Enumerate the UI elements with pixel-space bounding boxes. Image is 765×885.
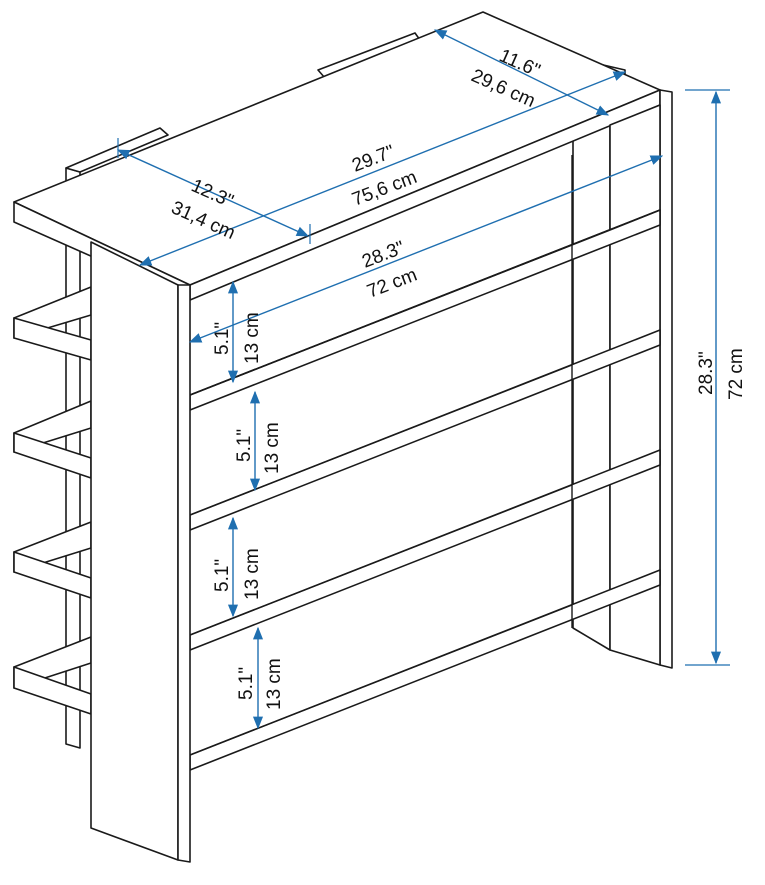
height-cm-label: 72 cm — [726, 348, 747, 400]
shelf-gap-1-inches-label: 5.1" — [212, 322, 233, 355]
dimension-lines — [116, 29, 730, 730]
shelf-gap-4-inches-label: 5.1" — [236, 667, 257, 700]
left-panel-face — [90, 241, 179, 861]
shelf-gap-1-cm-label: 13 cm — [242, 312, 263, 364]
shelf-gap-3-inches-label: 5.1" — [212, 559, 233, 592]
top-depth-dimension-line — [433, 29, 610, 116]
left-panel-edge — [177, 284, 191, 863]
shelf-gap-3-cm-label: 13 cm — [242, 548, 263, 600]
height-inches-label: 28.3" — [696, 351, 717, 395]
shelf-gap-4-cm-label: 13 cm — [264, 658, 285, 710]
shelf-gap-2-inches-label: 5.1" — [234, 429, 255, 462]
rear-right-panel — [572, 124, 611, 651]
inner-width-inches-label: 28.3" — [359, 237, 407, 272]
left-front-panel — [90, 241, 191, 863]
shelf-gap-2-cm-label: 13 cm — [262, 422, 283, 474]
right-panel-face — [659, 89, 673, 669]
inner-width-dimension-line — [188, 155, 664, 343]
